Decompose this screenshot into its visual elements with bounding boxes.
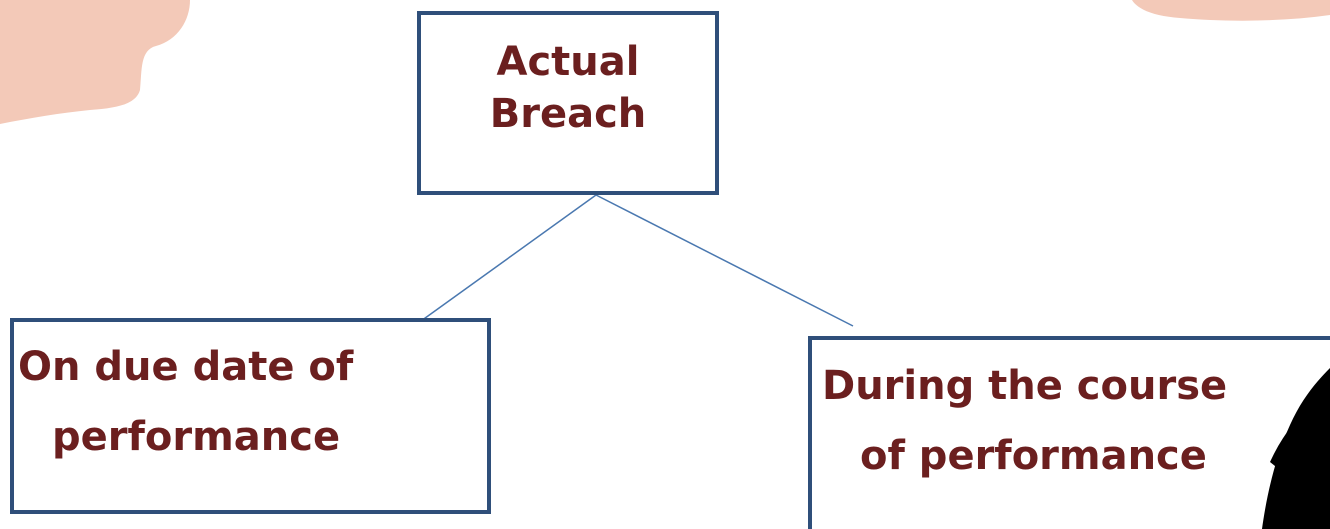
peach-brush-stroke-left (0, 0, 190, 124)
node-during-course: During the course of performance (808, 336, 1330, 529)
node-actual-breach: Actual Breach (417, 11, 719, 195)
peach-brush-stroke-right (1132, 0, 1330, 21)
node-root-line-1: Actual (496, 39, 640, 85)
node-right-line-1: During the course (822, 363, 1228, 409)
node-right-line-2: of performance (860, 433, 1207, 479)
node-left-line-1: On due date of (18, 344, 354, 390)
connector-root-to-right (595, 194, 854, 327)
connector-root-to-left (420, 194, 597, 322)
node-root-line-2: Breach (489, 91, 647, 137)
node-on-due-date: On due date of performance (10, 318, 491, 514)
node-left-line-2: performance (52, 414, 341, 460)
